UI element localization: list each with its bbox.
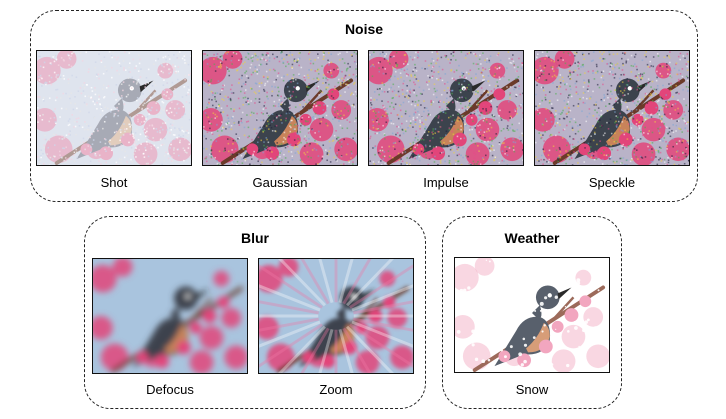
gaussian-caption: Gaussian	[252, 175, 308, 190]
zoom-blur-image	[258, 258, 414, 374]
impulse-noise-image	[368, 50, 524, 166]
blur-panel-zoom: Zoom	[258, 258, 414, 400]
snow-weather-image	[454, 257, 610, 373]
impulse-caption: Impulse	[423, 175, 469, 190]
blur-group-title: Blur	[241, 230, 269, 246]
defocus-blur-image	[92, 258, 248, 374]
zoom-caption: Zoom	[319, 382, 353, 397]
noise-panel-impulse: Impulse	[368, 50, 524, 190]
noise-panel-speckle: Speckle	[534, 50, 690, 190]
shot-noise-image	[36, 50, 192, 166]
weather-panel-snow: Snow	[454, 257, 610, 400]
noise-panel-gaussian: Gaussian	[202, 50, 358, 190]
defocus-caption: Defocus	[146, 382, 194, 397]
weather-group: Weather	[442, 216, 622, 409]
noise-panel-shot: Shot	[36, 50, 192, 190]
noise-group: Noise	[30, 10, 698, 202]
blur-group: Blur	[84, 216, 426, 409]
noise-group-title: Noise	[344, 21, 384, 37]
shot-caption: Shot	[100, 175, 128, 190]
speckle-caption: Speckle	[588, 175, 636, 190]
snow-caption: Snow	[515, 382, 549, 397]
speckle-noise-image	[534, 50, 690, 166]
gaussian-noise-image	[202, 50, 358, 166]
blur-panel-defocus: Defocus	[92, 258, 248, 400]
weather-group-title: Weather	[504, 230, 560, 246]
